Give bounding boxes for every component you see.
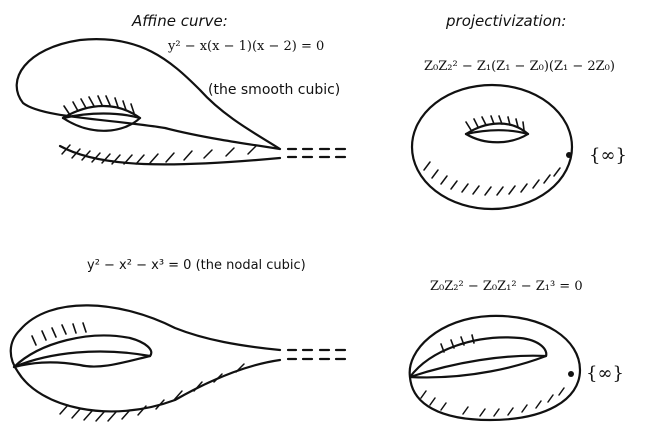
- smooth-cubic-label: (the smooth cubic): [208, 82, 341, 98]
- smooth-affine-surface-icon: [15, 38, 347, 166]
- smooth-torus-icon: [410, 83, 574, 211]
- nodal-affine-surface-icon: [9, 304, 347, 422]
- nodal-infinity-label: {∞}: [586, 363, 624, 384]
- pinched-torus-icon: [408, 314, 582, 422]
- smooth-projective-equation: Z₀Z₂² − Z₁(Z₁ − Z₀)(Z₁ − 2Z₀): [424, 59, 615, 74]
- smooth-affine-equation: y² − x(x − 1)(x − 2) = 0: [168, 39, 325, 54]
- point-at-infinity-dot-icon: [568, 371, 574, 377]
- nodal-affine-equation: y² − x² − x³ = 0 (the nodal cubic): [87, 258, 306, 273]
- smooth-infinity-label: {∞}: [589, 145, 627, 166]
- point-at-infinity-dot-icon: [566, 152, 572, 158]
- nodal-projective-equation: Z₀Z₂² − Z₀Z₁² − Z₁³ = 0: [430, 279, 583, 294]
- affine-curve-heading: Affine curve:: [132, 12, 228, 30]
- projectivization-heading: projectivization:: [446, 12, 567, 30]
